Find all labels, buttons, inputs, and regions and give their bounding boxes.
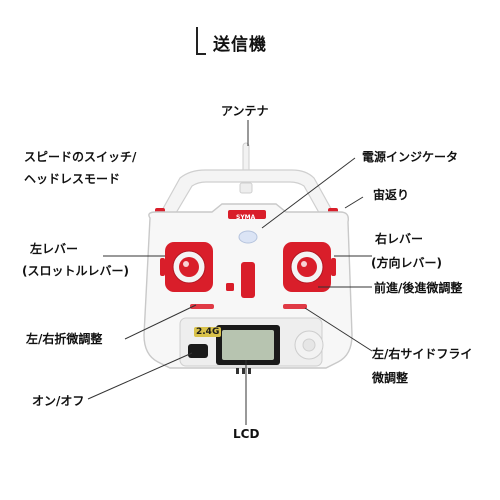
leader-lines	[87, 120, 373, 425]
label-power-indicator: 電源インジケータ	[362, 150, 459, 164]
title-bracket	[196, 27, 206, 55]
label-lcd: LCD	[233, 427, 260, 441]
side-fly-trim-button	[283, 304, 307, 309]
freq-badge: 2.4G	[194, 327, 222, 337]
leader-side-fly	[304, 307, 373, 352]
leader-flip	[344, 196, 364, 209]
power-indicator-light	[238, 230, 258, 244]
right-lever-assembly	[283, 242, 336, 292]
center-trim-slider	[241, 262, 255, 298]
brand-plate	[228, 210, 266, 219]
label-left-lever-line1: 左レバー	[30, 242, 79, 256]
label-right-lever-line2: (方向レバー)	[371, 256, 442, 270]
fwd-back-trim-button	[309, 282, 317, 290]
brand-text: SYMA	[236, 214, 256, 221]
diagram-title: 送信機	[213, 35, 267, 55]
label-left-right-turn-trim: 左/右折微調整	[26, 332, 103, 346]
left-trim-button	[226, 283, 234, 291]
label-speed-switch-line1: スピードのスイッチ/	[24, 150, 137, 164]
lcd-screen	[222, 330, 274, 360]
leader-power-indicator	[261, 157, 356, 229]
power-switch	[188, 344, 208, 358]
leader-on-off	[87, 352, 193, 400]
label-side-fly-trim-line2: 微調整	[372, 371, 409, 385]
leader-left-right-turn	[124, 304, 197, 340]
label-side-fly-trim-line1: 左/右サイドフライ	[372, 347, 473, 361]
left-lever-assembly	[160, 242, 213, 292]
label-fwd-back-trim: 前進/後進微調整	[374, 281, 463, 295]
label-flip: 宙返り	[373, 188, 410, 202]
antenna-shape	[239, 142, 253, 194]
label-right-lever-line1: 右レバー	[375, 232, 424, 246]
label-antenna: アンテナ	[221, 104, 269, 118]
label-speed-switch-line2: ヘッドレスモード	[24, 172, 121, 186]
label-left-lever-line2: (スロットルレバー)	[22, 264, 129, 278]
label-on-off: オン/オフ	[32, 394, 85, 408]
